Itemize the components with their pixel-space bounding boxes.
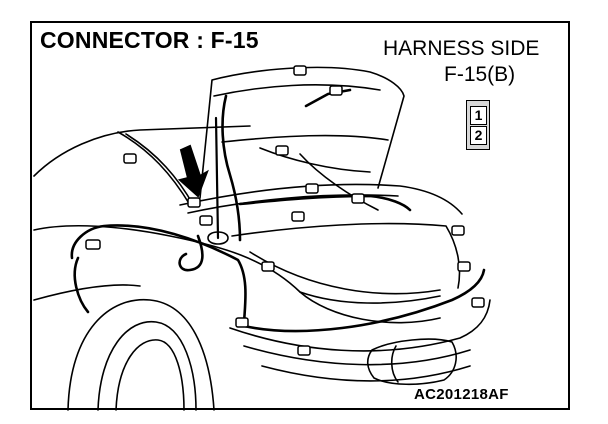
connector-face: 1 2 <box>466 100 490 150</box>
connector-clip <box>457 261 471 272</box>
rear-tyre <box>97 320 197 411</box>
harness-left <box>70 224 247 328</box>
connector-clip <box>329 85 343 96</box>
harness-top <box>238 194 412 212</box>
pin-2: 2 <box>470 126 487 145</box>
connector-clip <box>471 297 485 308</box>
diagram-title: CONNECTOR : F-15 <box>40 27 259 53</box>
trunk-lid <box>199 66 405 199</box>
connector-clip <box>187 197 201 208</box>
rear-window <box>117 131 191 206</box>
tail-light <box>366 338 457 386</box>
harness-bottom <box>242 268 486 333</box>
wheel-arch <box>67 298 215 411</box>
pointer-arrow-icon <box>177 144 209 198</box>
connector-clip <box>199 215 213 226</box>
antenna-mast <box>214 116 220 240</box>
roof-outline <box>33 125 251 177</box>
antenna-base <box>207 231 229 245</box>
connector-clip <box>261 261 275 272</box>
connector-clip <box>351 193 365 204</box>
connector-clip <box>235 317 249 328</box>
trunk-opening <box>179 183 463 215</box>
rear-bumper <box>229 299 491 352</box>
connector-clip <box>305 183 319 194</box>
deck-surface <box>231 222 461 289</box>
connector-id-label: F-15(B) <box>444 63 516 86</box>
connector-clip <box>291 211 305 222</box>
connector-clip <box>293 65 307 76</box>
connector-clip <box>297 345 311 356</box>
figure-code: AC201218AF <box>414 386 509 403</box>
pin-1: 1 <box>470 106 487 125</box>
connector-clip <box>123 153 137 164</box>
harness-side-label: HARNESS SIDE <box>383 37 540 60</box>
connector-clip <box>85 239 101 250</box>
connector-clip <box>275 145 289 156</box>
connector-clip <box>451 225 465 236</box>
harness-lid <box>221 94 242 242</box>
